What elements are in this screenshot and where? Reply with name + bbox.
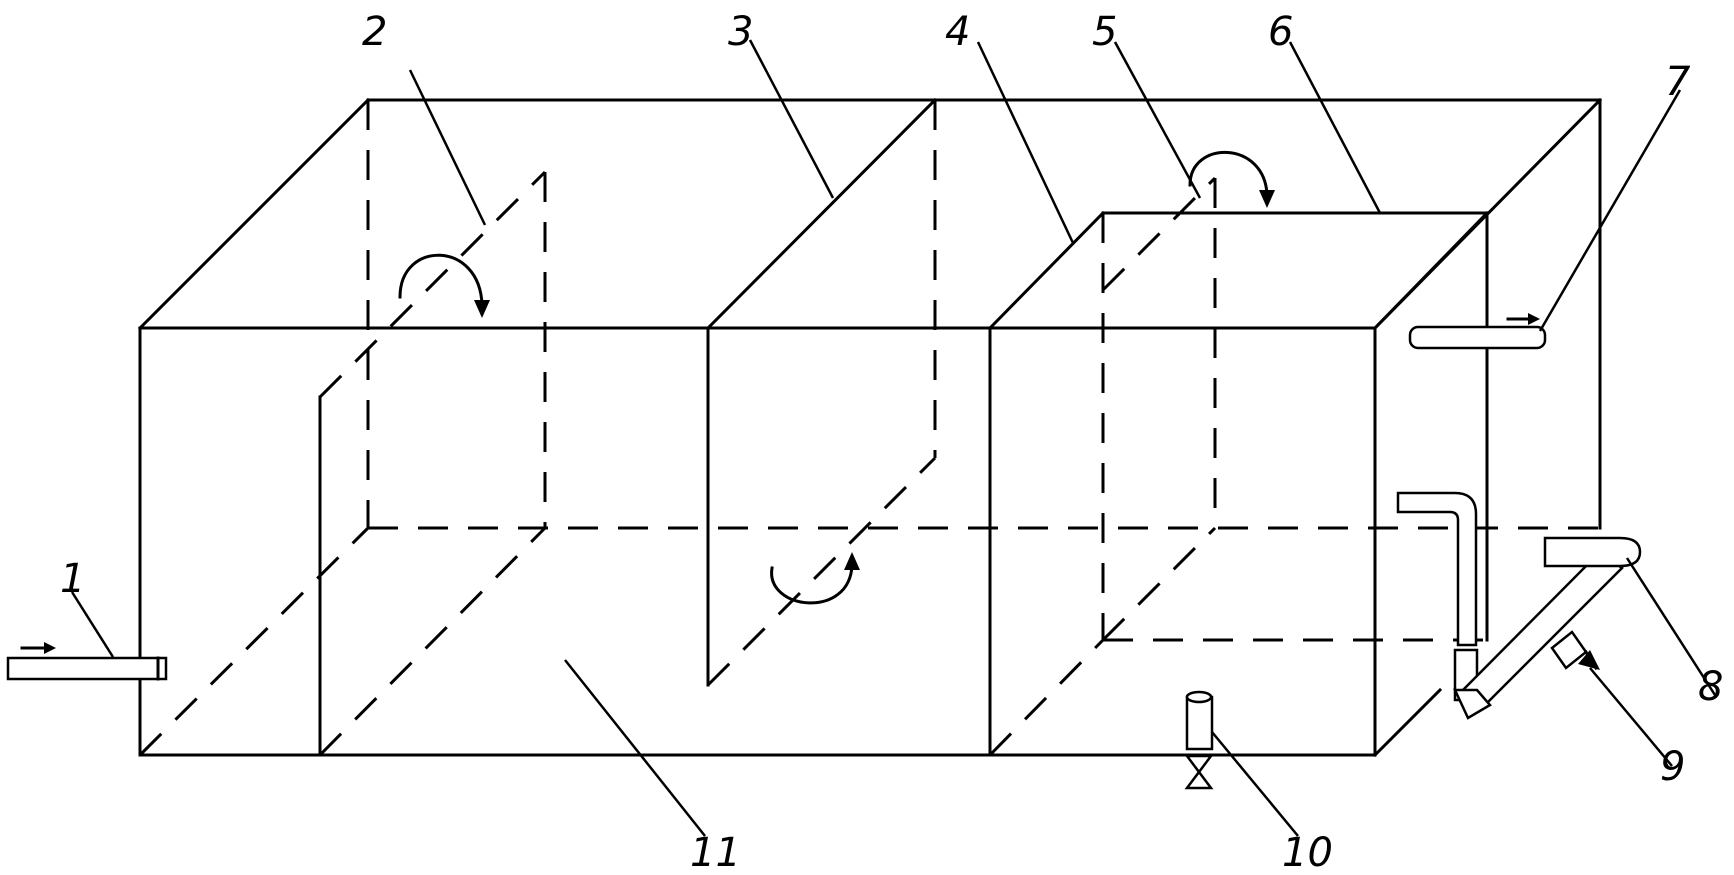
- inlet-pipe-1: [6, 642, 168, 681]
- label-2: 2: [362, 9, 387, 55]
- label-10: 10: [1282, 830, 1333, 875]
- label-4: 4: [945, 9, 970, 55]
- label-5: 5: [1092, 9, 1117, 55]
- label-11: 11: [690, 830, 741, 875]
- outlet-pipe-7: [1408, 313, 1547, 350]
- chamber-box-6: [987, 210, 1490, 757]
- flow-arrow-over-baffle-2: [398, 253, 490, 318]
- flow-arrow-over-baffle-5: [1188, 151, 1275, 208]
- tank-front-face: [138, 326, 1377, 757]
- flow-arrow-under-partition-3: [770, 552, 860, 605]
- label-8: 8: [1698, 664, 1723, 710]
- pipe-8: [1396, 491, 1642, 720]
- labels: 1 2 3 4 5 6 7 8 9 10 11: [60, 9, 1723, 875]
- partition-3: [705, 97, 938, 687]
- label-7: 7: [1665, 59, 1691, 105]
- leader-lines: [70, 39, 1717, 837]
- label-6: 6: [1268, 9, 1293, 55]
- drain-valve-10: [1184, 690, 1214, 790]
- valve-9: [1550, 630, 1600, 671]
- label-9: 9: [1660, 744, 1685, 790]
- tank-outline: [137, 97, 1603, 758]
- label-3: 3: [728, 9, 753, 55]
- baffle-5: [1101, 176, 1217, 642]
- baffle-2: [318, 170, 547, 757]
- label-1: 1: [60, 556, 85, 602]
